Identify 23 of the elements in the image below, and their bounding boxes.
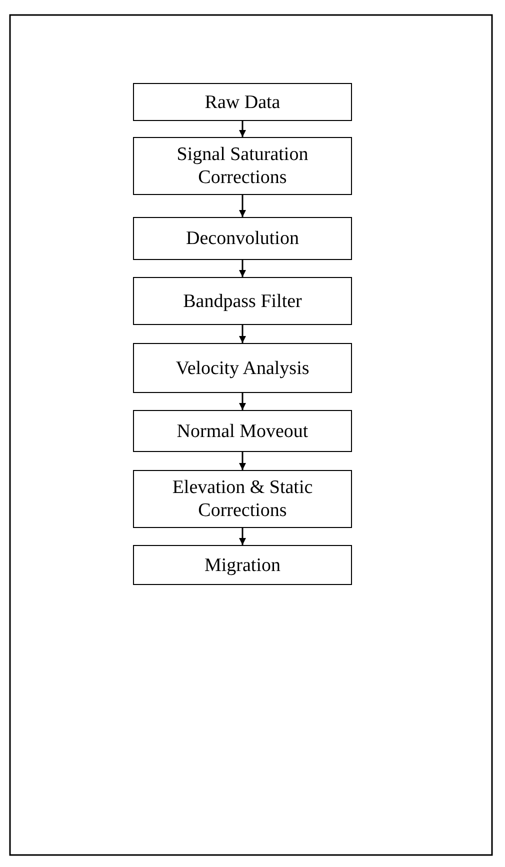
arrow bbox=[239, 121, 246, 137]
process-box bbox=[133, 470, 352, 528]
step-label: Normal Moveout bbox=[176, 420, 308, 442]
arrow bbox=[239, 260, 246, 277]
step-label: Signal Saturation Corrections bbox=[176, 143, 310, 189]
step-label: Elevation & Static Corrections bbox=[171, 476, 314, 522]
step-label: Migration bbox=[204, 554, 280, 576]
process-box bbox=[133, 137, 352, 195]
step-label: Deconvolution bbox=[186, 227, 299, 250]
arrow bbox=[239, 195, 246, 217]
step-label: Bandpass Filter bbox=[183, 290, 302, 312]
arrow bbox=[239, 528, 246, 545]
step-label: Velocity Analysis bbox=[176, 356, 310, 380]
arrow bbox=[239, 393, 246, 410]
process-box bbox=[133, 545, 352, 585]
process-box bbox=[133, 343, 352, 393]
arrow bbox=[239, 325, 246, 343]
process-box bbox=[133, 277, 352, 325]
arrow bbox=[239, 452, 246, 470]
step-label: Raw Data bbox=[204, 90, 280, 114]
process-box bbox=[133, 83, 352, 121]
process-box bbox=[133, 217, 352, 260]
process-box bbox=[133, 410, 352, 452]
